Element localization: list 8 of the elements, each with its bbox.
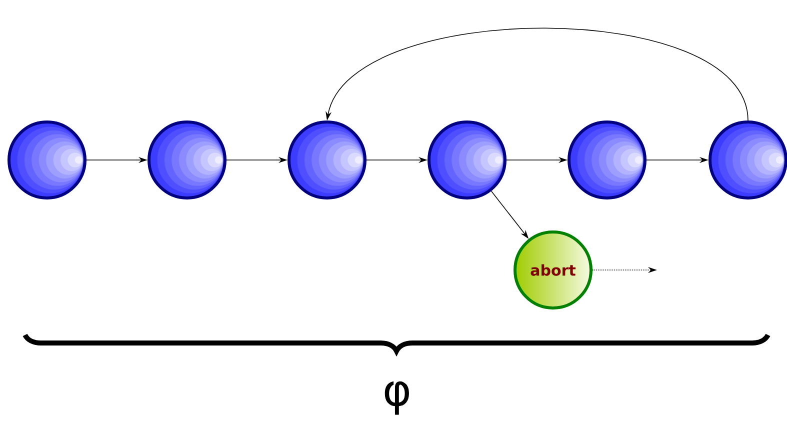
state-circle — [148, 120, 226, 200]
state-circle — [8, 120, 86, 200]
state-circle — [568, 120, 646, 200]
phi-label: φ — [384, 381, 409, 415]
state-circle — [428, 120, 506, 200]
arrow — [326, 28, 748, 121]
state-circle — [708, 120, 787, 200]
state-circle — [288, 120, 366, 200]
